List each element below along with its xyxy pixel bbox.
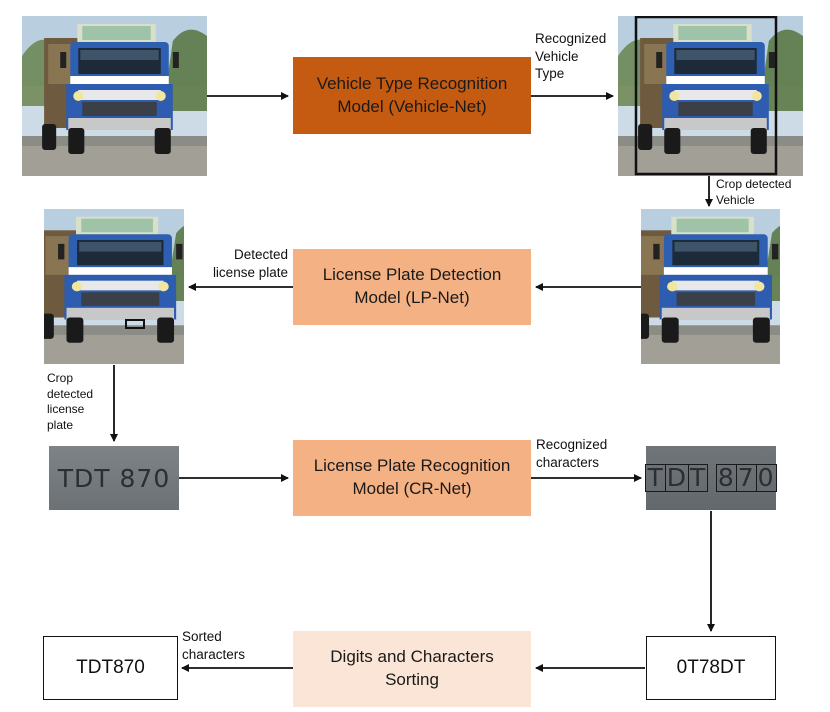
- sorting-label: Digits and Characters Sorting: [330, 647, 494, 689]
- char-box: 0: [755, 462, 777, 493]
- sorting-box: Digits and Characters Sorting: [293, 631, 531, 707]
- vehicle-bounding-box: [634, 16, 778, 176]
- unsorted-output-text: 0T78DT: [676, 657, 746, 678]
- vehicle-net-box: Vehicle Type Recognition Model (Vehicle-…: [293, 57, 531, 134]
- char-box: D: [664, 462, 690, 493]
- cr-net-label: License Plate Recognition Model (CR-Net): [313, 456, 511, 498]
- lp-net-box: License Plate Detection Model (LP-Net): [293, 249, 531, 325]
- cr-net-box: License Plate Recognition Model (CR-Net): [293, 440, 531, 516]
- plate-detected-photo: [44, 209, 184, 364]
- vehicle-net-label: Vehicle Type Recognition Model (Vehicle-…: [316, 73, 508, 116]
- sorted-characters-label: Sorted characters: [182, 629, 246, 662]
- sorted-output-box: TDT870: [43, 636, 178, 700]
- crop-detected-vehicle-label: Crop detected Vehicle: [716, 177, 792, 207]
- lp-net-label: License Plate Detection Model (LP-Net): [322, 265, 502, 307]
- char-box: T: [688, 462, 709, 493]
- recognized-characters-label: Recognized characters: [536, 437, 608, 470]
- char-box: 8: [715, 462, 737, 493]
- recognized-plate: T D T 8 7 0: [645, 446, 777, 510]
- detected-license-plate-label: Detected license plate: [212, 247, 288, 280]
- detected-vehicle-photo: [618, 16, 803, 176]
- plate-bounding-box: [125, 319, 145, 329]
- input-truck-photo: [22, 16, 207, 176]
- char-box: T: [645, 462, 666, 493]
- sorted-output-text: TDT870: [76, 657, 145, 678]
- cropped-plate-text: TDT 870: [57, 463, 171, 493]
- char-box: 7: [735, 462, 757, 493]
- recognized-vehicle-type-label: Recognized Vehicle Type: [535, 31, 607, 82]
- crop-detected-license-plate-label: Crop detected license plate: [47, 371, 94, 432]
- cropped-vehicle-photo: [641, 209, 780, 364]
- unsorted-output-box: 0T78DT: [646, 636, 776, 700]
- cropped-license-plate: TDT 870: [49, 446, 179, 510]
